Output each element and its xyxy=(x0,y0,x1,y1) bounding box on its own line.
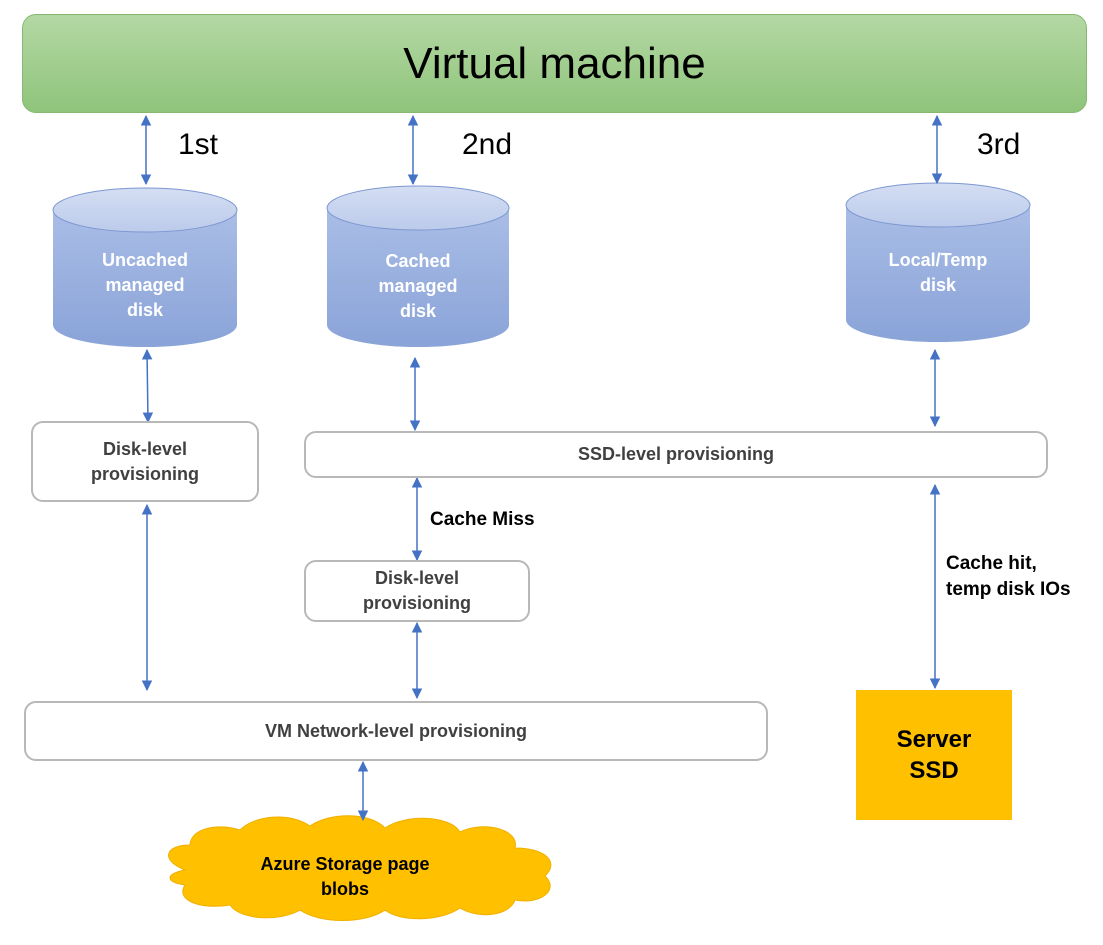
uncached-disk-cylinder xyxy=(52,187,238,347)
cached-disk-cylinder xyxy=(326,185,510,347)
ssd-level-provisioning-label: SSD-level provisioning xyxy=(577,444,775,464)
azure-storage-cloud xyxy=(168,815,552,921)
order-label-third: 3rd xyxy=(977,128,1021,161)
virtual-machine-title: Virtual machine xyxy=(403,39,706,88)
cache-hit-label: Cache hit,temp disk IOs xyxy=(946,553,1071,600)
cache-miss-label: Cache Miss xyxy=(430,509,535,530)
arrow-uncached-to-disklevel xyxy=(141,348,154,424)
virtual-machine-bar xyxy=(22,14,1087,113)
order-label-second: 2nd xyxy=(462,128,513,161)
local-temp-disk-cylinder xyxy=(845,182,1031,342)
order-label-first: 1st xyxy=(178,128,219,161)
vm-network-level-provisioning: VM Network-level provisioning xyxy=(24,701,768,761)
vm-network-level-provisioning-label: VM Network-level provisioning xyxy=(264,720,528,741)
ssd-level-provisioning: SSD-level provisioning xyxy=(304,431,1048,478)
